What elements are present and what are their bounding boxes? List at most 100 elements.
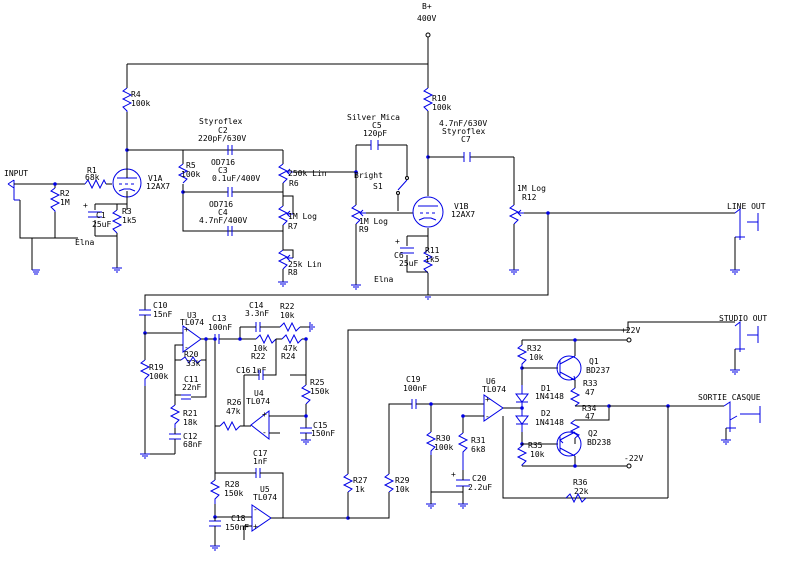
- svg-text:R21: R21: [183, 409, 198, 418]
- svg-text:C16: C16: [236, 366, 251, 375]
- svg-text:-: -: [184, 343, 189, 352]
- svg-text:V1A: V1A: [148, 174, 163, 183]
- svg-text:4.7nF/400V: 4.7nF/400V: [199, 216, 247, 225]
- svg-text:47: 47: [585, 412, 595, 421]
- capacitor-c1: [88, 211, 102, 218]
- svg-text:R29: R29: [395, 476, 410, 485]
- capacitor-c14: [255, 322, 261, 332]
- svg-text:47: 47: [585, 388, 595, 397]
- svg-text:R25: R25: [310, 378, 325, 387]
- svg-text:TL074: TL074: [246, 397, 270, 406]
- resistor-r19: [139, 359, 151, 386]
- b-plus-voltage: 400V: [417, 14, 436, 23]
- resistor-r26: [219, 420, 241, 432]
- svg-text:U5: U5: [260, 485, 270, 494]
- svg-text:1k5: 1k5: [425, 255, 440, 264]
- resistor-r33: [569, 387, 581, 407]
- input-jack: [7, 179, 20, 201]
- resistor-r22b: [255, 333, 277, 345]
- resistor-r25: [300, 384, 312, 405]
- opamp-u4: [250, 409, 270, 441]
- svg-text:68nF: 68nF: [183, 440, 202, 449]
- supply-rail: B+ 400V: [126, 2, 436, 88]
- svg-text:1k: 1k: [355, 485, 365, 494]
- filter-u5: C17 1nF R28 150k U5 TL074 - + C18 150nF: [209, 449, 348, 551]
- svg-text:100nF: 100nF: [403, 384, 427, 393]
- svg-text:10k: 10k: [529, 353, 544, 362]
- svg-text:C7: C7: [461, 135, 471, 144]
- capacitor-c6: [400, 247, 414, 254]
- svg-text:OD716: OD716: [209, 200, 233, 209]
- capacitor-c5: [370, 140, 379, 150]
- capacitor-c11: [181, 394, 191, 400]
- svg-text:1nF: 1nF: [253, 457, 268, 466]
- svg-text:R7: R7: [288, 222, 298, 231]
- potentiometer-r6: [277, 163, 289, 184]
- svg-text:R35: R35: [528, 441, 543, 450]
- svg-text:+22V: +22V: [621, 326, 640, 335]
- svg-text:0.1uF/400V: 0.1uF/400V: [212, 174, 260, 183]
- svg-text:LINE OUT: LINE OUT: [727, 202, 766, 211]
- svg-text:C3: C3: [218, 166, 228, 175]
- svg-text:C13: C13: [212, 314, 227, 323]
- svg-text:R6: R6: [289, 179, 299, 188]
- svg-text:R1: R1: [87, 166, 97, 175]
- svg-text:C19: C19: [406, 375, 421, 384]
- svg-text:Q2: Q2: [588, 429, 598, 438]
- input-label: INPUT: [4, 169, 28, 178]
- svg-text:U3: U3: [187, 311, 197, 320]
- resistor-r11: [422, 249, 434, 274]
- bright-section: Silver Mica C5 120pF Bright S1 1M Log R9: [347, 113, 413, 290]
- capacitor-c12: [169, 433, 181, 440]
- svg-text:100k: 100k: [149, 372, 168, 381]
- highpass-section: C13 100nF C14 3.3nF R22 10k 10k R22 47k …: [208, 301, 315, 376]
- svg-text:100nF: 100nF: [208, 323, 232, 332]
- svg-text:22nF: 22nF: [182, 383, 201, 392]
- svg-text:12AX7: 12AX7: [146, 182, 170, 191]
- transistor-q1: [556, 355, 582, 381]
- svg-text:+: +: [395, 237, 400, 246]
- potentiometer-r8: [277, 249, 289, 270]
- svg-text:R11: R11: [425, 246, 440, 255]
- svg-text:100k: 100k: [181, 170, 200, 179]
- svg-text:R12: R12: [522, 193, 537, 202]
- svg-text:68k: 68k: [85, 173, 100, 182]
- svg-text:C4: C4: [218, 208, 228, 217]
- svg-text:C17: C17: [253, 449, 268, 458]
- filter-u3: C10 15nF + - U3 TL074 R19 100k R20 33k C…: [139, 301, 215, 459]
- capacitor-c18: [209, 520, 221, 527]
- svg-text:150k: 150k: [310, 387, 329, 396]
- opamp-u6: [483, 394, 504, 422]
- capacitor-c2: [227, 145, 233, 155]
- capacitor-c10: [139, 309, 151, 316]
- resistor-r31: [457, 432, 469, 470]
- resistor-r1: [84, 178, 107, 190]
- svg-text:R4: R4: [131, 90, 141, 99]
- headphone-out-jack: SORTIE CASQUE: [698, 393, 761, 445]
- svg-text:-: -: [485, 412, 490, 421]
- tube-v1a: V1A 12AX7 R4 100k R3 1k5 + C1 25uF Elna: [75, 87, 170, 273]
- svg-text:D1: D1: [541, 384, 551, 393]
- svg-text:1M: 1M: [60, 198, 70, 207]
- svg-text:Q1: Q1: [589, 357, 599, 366]
- svg-text:1M Log: 1M Log: [288, 212, 317, 221]
- svg-text:C15: C15: [313, 421, 328, 430]
- svg-text:STUDIO OUT: STUDIO OUT: [719, 314, 767, 323]
- svg-text:C18: C18: [231, 514, 246, 523]
- resistor-r10: [422, 87, 434, 112]
- svg-text:R32: R32: [527, 344, 542, 353]
- resistor-r20: [180, 356, 202, 364]
- capacitor-c7: [463, 152, 471, 162]
- svg-text:C10: C10: [153, 301, 168, 310]
- mixer-section: R27 1k R29 10k: [342, 321, 735, 520]
- svg-text:R31: R31: [471, 436, 486, 445]
- resistor-r30: [425, 431, 437, 455]
- resistor-r24: [281, 333, 303, 345]
- svg-text:BD237: BD237: [586, 366, 610, 375]
- opamp-u5: [251, 504, 272, 532]
- svg-text:D2: D2: [541, 409, 551, 418]
- svg-text:33k: 33k: [186, 359, 201, 368]
- svg-text:R9: R9: [359, 225, 369, 234]
